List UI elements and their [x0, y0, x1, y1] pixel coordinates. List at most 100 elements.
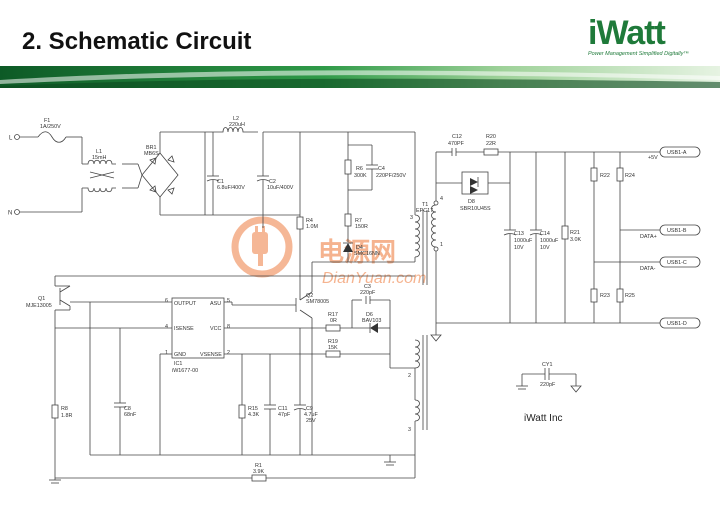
r23-label: R23: [600, 293, 610, 299]
c1-value: 6.8uF/400V: [217, 185, 245, 191]
data-plus-label: DATA+: [640, 234, 657, 240]
c11-label: C11: [278, 406, 288, 412]
resistor-r23: [590, 288, 598, 303]
c11-value: 47pF: [278, 412, 291, 418]
c14-voltage: 10V: [540, 245, 550, 251]
c9-value: 4.7uF: [304, 412, 318, 418]
r6-value: 300K: [354, 173, 367, 179]
resistor-r20: [483, 148, 499, 156]
usb-a-label: USB1-A: [667, 150, 687, 156]
svg-text:4: 4: [165, 324, 168, 330]
r19-label: R19: [328, 339, 338, 345]
br1-value: MB6S: [144, 151, 159, 157]
d8-value: SBR10U45S: [460, 206, 491, 212]
svg-text:ASU: ASU: [210, 301, 221, 307]
c12-label: C12: [452, 134, 462, 140]
f1-value: 1A/250V: [40, 124, 61, 130]
ic1-chip: [171, 297, 225, 359]
svg-text:1: 1: [440, 242, 443, 248]
input-filter: L2 220uH C1 6.8uF/400V C2 10uF/400V R4 1…: [160, 116, 415, 290]
diode-d4: [343, 243, 353, 252]
c9-label: C9: [306, 406, 313, 412]
resistor-r24: [616, 167, 624, 182]
c13-label: C13: [514, 231, 524, 237]
power-switch-section: Q1 MJE13005 R8 1.8R C8 68nF R15 4.3K C11…: [26, 275, 416, 484]
d6-value: BAV103: [362, 318, 381, 324]
svg-text:2: 2: [227, 350, 230, 356]
ac-input: L N F1 1A/250V L1 15mH: [8, 118, 138, 217]
choke-l1: L1 15mH: [82, 149, 116, 193]
y-capacitor-cy1: CY1 220pF: [516, 362, 582, 393]
transformer-t1: T1 EPC17 3 4 1 2 3: [408, 132, 443, 455]
l2-label: L2: [233, 116, 239, 122]
r1-value: 3.9K: [253, 469, 264, 475]
c9-voltage: 25V: [306, 418, 316, 424]
usb-b-connector: [659, 224, 701, 236]
neutral-terminal: [14, 209, 20, 215]
neutral-label: N: [8, 211, 12, 217]
r17-label: R17: [328, 312, 338, 318]
ic1-label: IC1: [174, 361, 182, 367]
c2-value: 10uF/400V: [267, 185, 294, 191]
logo-name: iWatt: [588, 14, 666, 52]
c13-value: 1000uF: [514, 238, 533, 244]
c3-label: C3: [364, 284, 371, 290]
resistor-r1: [251, 474, 267, 482]
r6-label: R6: [356, 166, 363, 172]
iwatt-logo: iWatt Power Management Simplified Digita…: [588, 16, 700, 57]
t1-label: T1: [422, 202, 428, 208]
resistor-r22: [590, 167, 598, 182]
c14-label: C14: [540, 231, 550, 237]
resistor-r19: [325, 350, 341, 358]
r8-label: R8: [61, 406, 68, 412]
usb-c-connector: [659, 256, 701, 268]
l2-value: 220uH: [229, 122, 245, 128]
secondary-section: C12 470PF R20 22R D8 SBR10U45S C13 1000u…: [430, 134, 701, 342]
bridge-rectifier-br1: BR1 MB6S: [137, 132, 179, 215]
r17-value: 0R: [330, 318, 337, 324]
r15-label: R15: [248, 406, 258, 412]
resistor-r17: [325, 324, 341, 332]
c2-label: C2: [269, 179, 276, 185]
svg-text:ISENSE: ISENSE: [174, 326, 194, 332]
logo-tagline: Power Management Simplified Digitally™: [588, 51, 689, 57]
r22-label: R22: [600, 173, 610, 179]
c4-value: 220PF/250V: [376, 173, 406, 179]
line-terminal: [14, 134, 20, 140]
c8-label: C8: [124, 406, 131, 412]
svg-text:4: 4: [440, 196, 443, 202]
r20-label: R20: [486, 134, 496, 140]
usb-a-connector: [659, 146, 701, 158]
d8-label: D8: [468, 199, 475, 205]
c4-label: C4: [378, 166, 385, 172]
r8-value: 1.8R: [61, 413, 72, 419]
r21-value: 3.0K: [570, 237, 581, 243]
header-banner: [0, 66, 720, 88]
f1-label: F1: [44, 118, 50, 124]
svg-text:VSENSE: VSENSE: [200, 352, 222, 358]
r21-label: R21: [570, 230, 580, 236]
watermark-en: DianYuan.com: [322, 270, 427, 287]
c14-value: 1000uF: [540, 238, 559, 244]
inductor-l2: [205, 127, 258, 133]
controller-section: Q2 SM78005 OUTPUT ASU ISENSE VCC GND VSE…: [165, 261, 415, 455]
br1-label: BR1: [146, 145, 157, 151]
resistor-r7: [344, 213, 352, 227]
usb-b-label: USB1-B: [667, 228, 687, 234]
svg-text:3: 3: [408, 427, 411, 433]
l1-value: 15mH: [92, 155, 106, 161]
cy1-value: 220pF: [540, 382, 556, 388]
data-minus-label: DATA-: [640, 266, 656, 272]
ic1-value: iW1677-00: [172, 368, 198, 374]
c8-value: 68nF: [124, 412, 137, 418]
resistor-r8: [51, 404, 59, 419]
r15-value: 4.3K: [248, 412, 259, 418]
c3-value: 220pF: [360, 290, 376, 296]
r24-label: R24: [625, 173, 635, 179]
slide-title: 2. Schematic Circuit: [22, 28, 252, 55]
t1-value: EPC17: [416, 208, 433, 214]
svg-text:1: 1: [165, 350, 168, 356]
r4-value: 1.0M: [306, 224, 318, 230]
snubber-network: R6 300K C4 220PF/250V R7 150R D4 SMC16NN: [343, 132, 415, 263]
